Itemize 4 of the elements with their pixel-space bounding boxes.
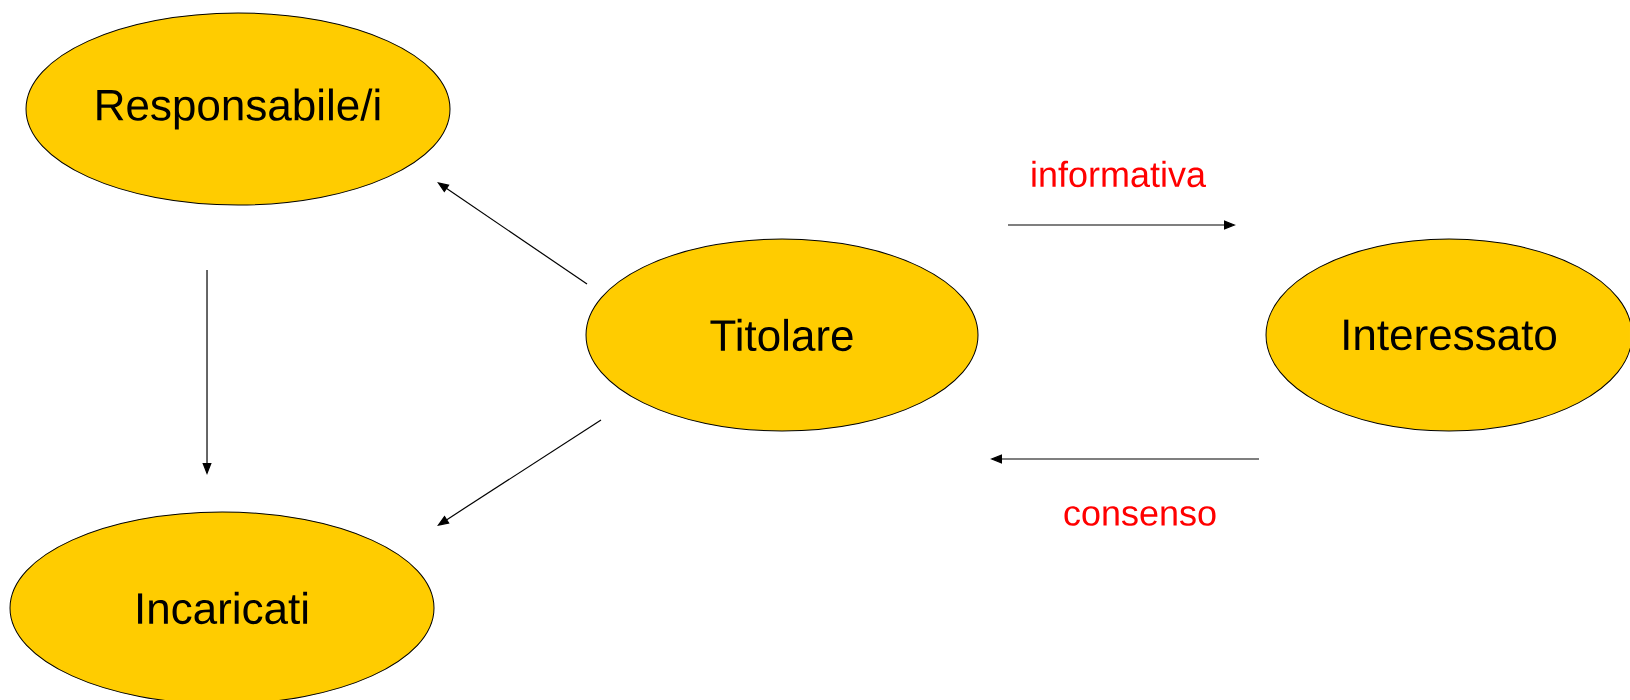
arrow	[437, 182, 588, 285]
edge-label: consenso	[1064, 506, 1216, 526]
arrow	[437, 419, 602, 526]
edge-label: informativa	[1032, 160, 1206, 188]
